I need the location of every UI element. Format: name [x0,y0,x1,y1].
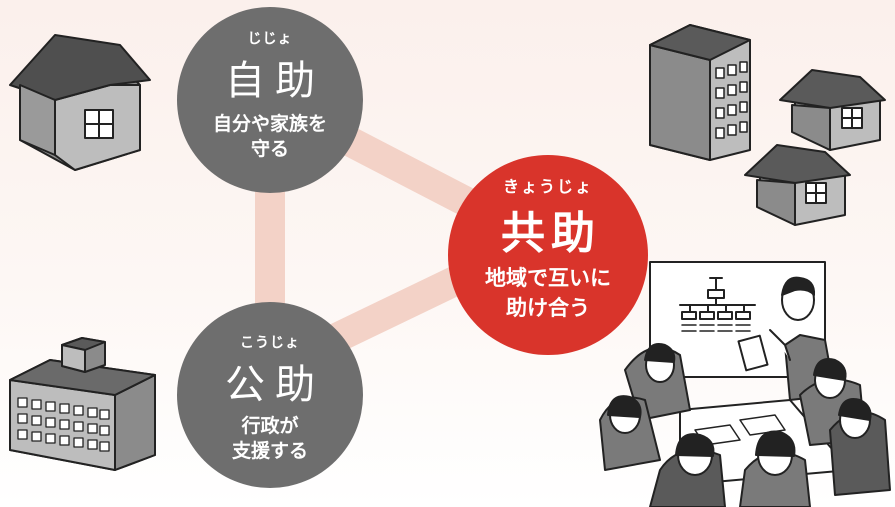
jijo-label-group: じじょ 自助 自分や家族を 守る [190,28,350,162]
kyojo-ruby: きょうじょ [502,177,593,196]
participants [599,343,891,507]
house-icon [744,144,851,226]
jijo-description: 自分や家族を 守る [190,112,350,162]
apartment-building-icon [649,24,751,161]
kyojo-description-line: 地域で互いに [485,266,611,290]
kyojo-description: 地域で互いに 助け合う [463,263,633,323]
jijo-description-line: 守る [250,138,289,160]
kojo-description: 行政が 支援する [190,414,350,464]
kyojo-label-group: きょうじょ 共助 地域で互いに 助け合う [463,173,633,323]
kyojo-circle [448,155,648,355]
house-icon [779,69,886,151]
kyojo-description-line: 助け合う [506,296,590,320]
jijo-ruby: じじょ [247,31,293,47]
kojo-ruby: こうじょ [240,335,300,351]
kojo-circle [177,302,363,488]
jijo-description-line: 自分や家族を [212,113,327,135]
jijo-title: 自助 [225,58,325,104]
kojo-description-line: 支援する [231,440,308,462]
office-building-icon [9,337,156,471]
kojo-title: 公助 [225,362,325,408]
kojo-description-line: 行政が [241,415,299,437]
kojo-label-group: こうじょ 公助 行政が 支援する [190,332,350,464]
house-icon [9,34,151,171]
community-meeting-illustration [599,261,891,507]
kyojo-title: 共助 [501,208,601,259]
jijo-circle [177,7,363,193]
